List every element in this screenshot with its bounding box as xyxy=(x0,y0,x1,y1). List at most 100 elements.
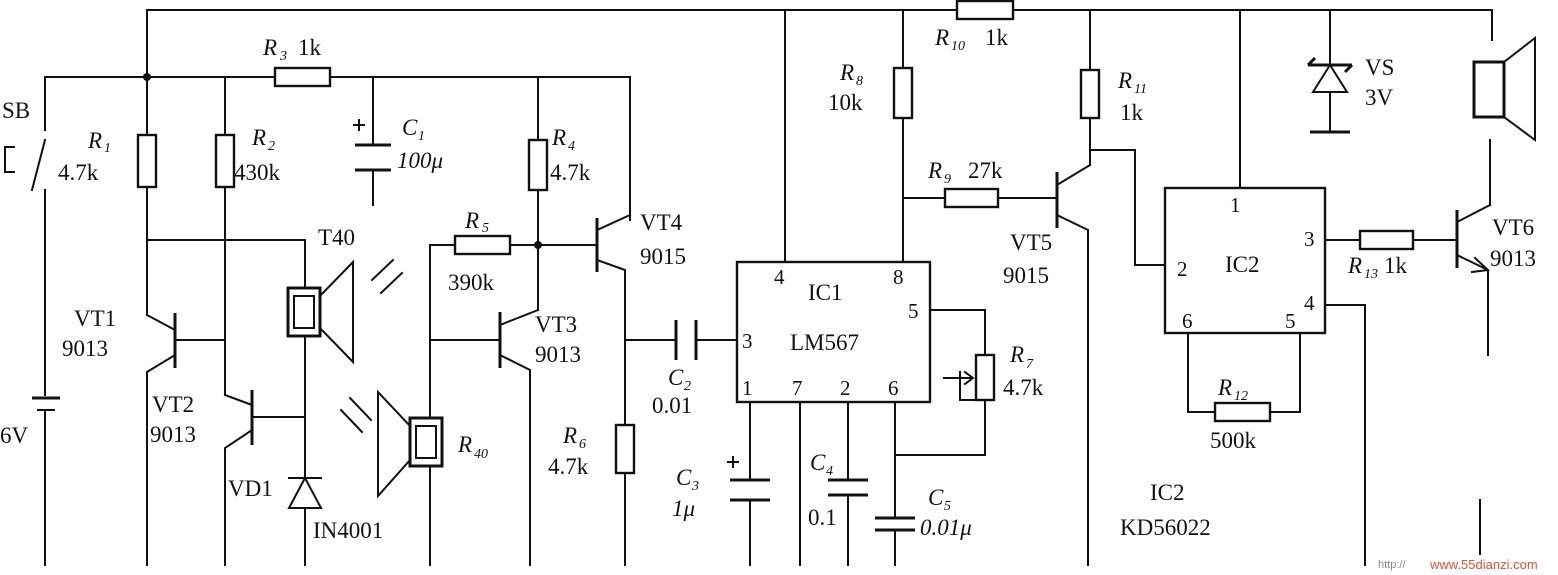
label-r12-name: R xyxy=(1217,375,1232,400)
switch-sb xyxy=(4,76,47,396)
speaker-icon xyxy=(1472,35,1536,142)
vt2-transistor xyxy=(223,390,306,566)
wire-vt1-collector-bus xyxy=(146,239,306,291)
label-ic2-pin3: 3 xyxy=(1304,227,1315,251)
infrared-rays xyxy=(339,258,404,434)
label-r1-value: 4.7k xyxy=(58,160,99,185)
label-r7-name: R xyxy=(1009,342,1024,367)
label-ic2-pin5: 5 xyxy=(1285,309,1296,333)
label-ic1-pin7: 7 xyxy=(792,376,803,400)
label-r1-sub: 1 xyxy=(104,141,111,156)
label-c3-value: 1μ xyxy=(672,496,695,521)
r9-resistor xyxy=(943,187,1000,209)
label-ic2-pin6: 6 xyxy=(1182,309,1193,333)
label-r2-sub: 2 xyxy=(268,139,275,154)
c2-capacitor xyxy=(624,320,738,360)
label-r4-sub: 4 xyxy=(568,139,575,154)
label-r13-name: R xyxy=(1347,253,1362,278)
r8-resistor xyxy=(892,9,1058,229)
label-vs-value: 3V xyxy=(1365,85,1394,110)
vs-zener xyxy=(1306,9,1354,134)
ic2-kd56022 xyxy=(1163,9,1456,566)
label-vt4: VT4 xyxy=(640,210,683,235)
label-c3-name: C xyxy=(676,465,692,490)
label-c5-sub: 5 xyxy=(944,499,951,514)
label-ic2-pin4: 4 xyxy=(1304,291,1315,315)
label-c2-value: 0.01 xyxy=(652,393,692,418)
label-t40: T40 xyxy=(318,225,355,250)
battery-6v xyxy=(32,396,60,566)
label-r11-sub: 11 xyxy=(1134,82,1147,97)
r5-resistor xyxy=(453,234,576,256)
label-c4-value: 0.1 xyxy=(808,505,837,530)
label-r2-name: R xyxy=(251,125,266,150)
label-battery: 6V xyxy=(0,423,29,448)
watermark-prefix: http:// xyxy=(1378,559,1406,571)
r40-receiver xyxy=(377,244,501,566)
label-ic1-type: LM567 xyxy=(790,330,859,355)
label-c1-value: 100μ xyxy=(397,148,443,173)
label-ic2-pin1: 1 xyxy=(1230,193,1241,217)
ic1-lm567 xyxy=(735,9,986,566)
vd1-diode xyxy=(287,319,323,566)
vt3-transistor xyxy=(498,308,540,566)
label-r5-name: R xyxy=(464,208,479,233)
label-c4-name: C xyxy=(810,450,826,475)
label-ic1-pin6: 6 xyxy=(888,376,899,400)
r2-resistor xyxy=(214,76,236,396)
label-r5-value: 390k xyxy=(448,270,495,295)
label-vt5: VT5 xyxy=(1010,230,1052,255)
label-r40-sub: 40 xyxy=(474,447,488,462)
label-ic1-pin1: 1 xyxy=(742,376,753,400)
label-r5-sub: 5 xyxy=(482,221,489,236)
vt6-transistor xyxy=(1455,139,1492,566)
label-r2-value: 430k xyxy=(234,160,281,185)
label-vt6-type: 9013 xyxy=(1490,246,1536,271)
label-ic1-pin8: 8 xyxy=(893,265,904,289)
label-r40-name: R xyxy=(457,432,472,457)
label-r8-name: R xyxy=(839,60,854,85)
watermark: http:// www.55dianzi.com xyxy=(1375,555,1558,575)
label-ic2: IC2 xyxy=(1225,252,1260,277)
label-r4-value: 4.7k xyxy=(550,160,591,185)
label-r9-name: R xyxy=(927,158,942,183)
label-ic1-pin3: 3 xyxy=(742,329,753,353)
label-vt3: VT3 xyxy=(535,312,577,337)
label-c2-sub: 2 xyxy=(684,379,691,394)
label-c2-name: C xyxy=(668,365,684,390)
r3-resistor xyxy=(273,66,332,88)
label-r1-name: R xyxy=(87,128,102,153)
label-ic1-pin5: 5 xyxy=(908,299,919,323)
vt1-transistor xyxy=(145,313,226,566)
label-vs: VS xyxy=(1365,55,1394,80)
r10-resistor xyxy=(955,0,1015,21)
r6-resistor xyxy=(614,423,636,475)
vt4-transistor xyxy=(574,213,632,566)
label-vt1: VT1 xyxy=(74,306,116,331)
label-r10-sub: 10 xyxy=(951,39,965,54)
t40-transmitter xyxy=(286,259,354,365)
label-c1-sub: 1 xyxy=(418,129,425,144)
label-vd1: VD1 xyxy=(228,476,273,501)
caption-ic2: IC2 xyxy=(1150,480,1185,505)
c3-capacitor xyxy=(727,456,770,502)
caption-ic2-type: KD56022 xyxy=(1120,515,1211,540)
label-r13-value: 1k xyxy=(1384,253,1408,278)
label-r6-sub: 6 xyxy=(579,437,586,452)
r1-resistor xyxy=(136,76,158,316)
label-ic1-pin2: 2 xyxy=(840,376,851,400)
c4-capacitor xyxy=(828,478,868,497)
label-ic2-pin2: 2 xyxy=(1177,257,1188,281)
label-r9-sub: 9 xyxy=(944,172,951,187)
label-r7-value: 4.7k xyxy=(1003,375,1044,400)
label-c4-sub: 4 xyxy=(826,464,833,479)
label-r4-name: R xyxy=(551,125,566,150)
label-c1-name: C xyxy=(402,115,418,140)
r7-potentiometer xyxy=(943,353,996,402)
label-vt4-type: 9015 xyxy=(640,244,686,269)
label-r8-sub: 8 xyxy=(856,74,863,89)
label-r3-sub: 3 xyxy=(279,49,287,64)
label-r11-value: 1k xyxy=(1120,100,1144,125)
label-c5-value: 0.01μ xyxy=(920,515,972,540)
